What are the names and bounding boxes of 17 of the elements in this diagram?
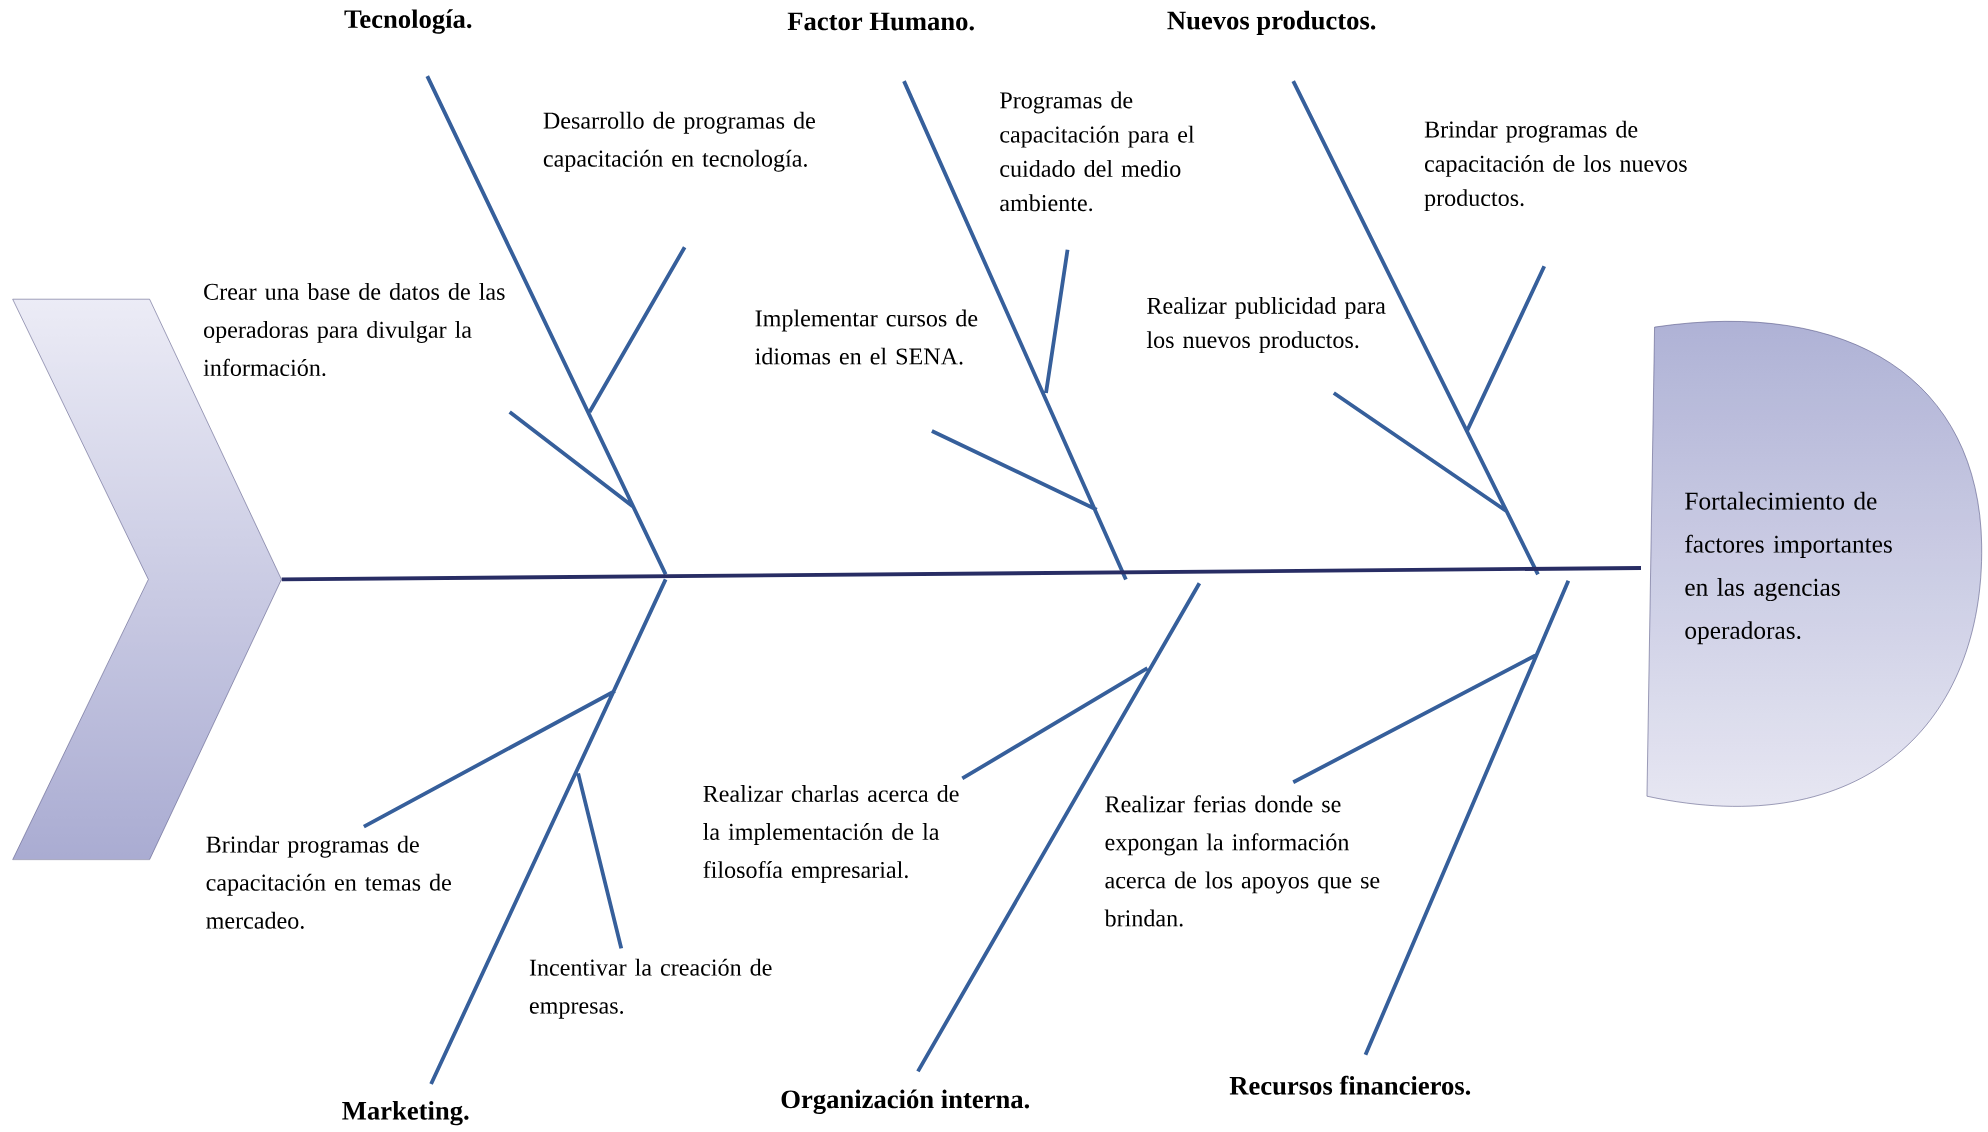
category-label: Organización interna. xyxy=(781,1089,1030,1114)
category-label: Marketing. xyxy=(342,1100,469,1126)
cause-text: Crear una base de datos de las operadoras para divulgar la información. xyxy=(203,282,505,376)
cause-text: Brindar programas de capacitación de los nuevos productos. xyxy=(1424,120,1687,211)
cause-text: Incentivar la creación de empresas. xyxy=(529,958,772,1019)
cause-text: Desarrollo de programas de capacitación en tecnología. xyxy=(543,111,815,172)
category-label: Factor Humano. xyxy=(787,12,974,31)
cause-text: Brindar programas de capacitación en temas de mercadeo. xyxy=(206,835,451,929)
cause-text: Programas de capacitación para el cuidado del medio ambiente. xyxy=(1000,91,1195,212)
cause-text: Realizar ferias donde se expongan la información acerca de los apoyos que se brindan. xyxy=(1104,795,1380,927)
category-label: Nuevos productos. xyxy=(1167,10,1376,35)
cause-text: Realizar publicidad para los nuevos productos. xyxy=(1146,296,1386,353)
cause-text: Realizar charlas acerca de la implementación de la filosofía empresarial. xyxy=(703,785,959,883)
spine-line xyxy=(281,566,1642,582)
cause-text: Implementar cursos de idiomas en el SENA. xyxy=(755,309,978,365)
category-label: Recursos financieros. xyxy=(1229,1075,1471,1095)
category-label: Tecnología. xyxy=(344,9,472,34)
